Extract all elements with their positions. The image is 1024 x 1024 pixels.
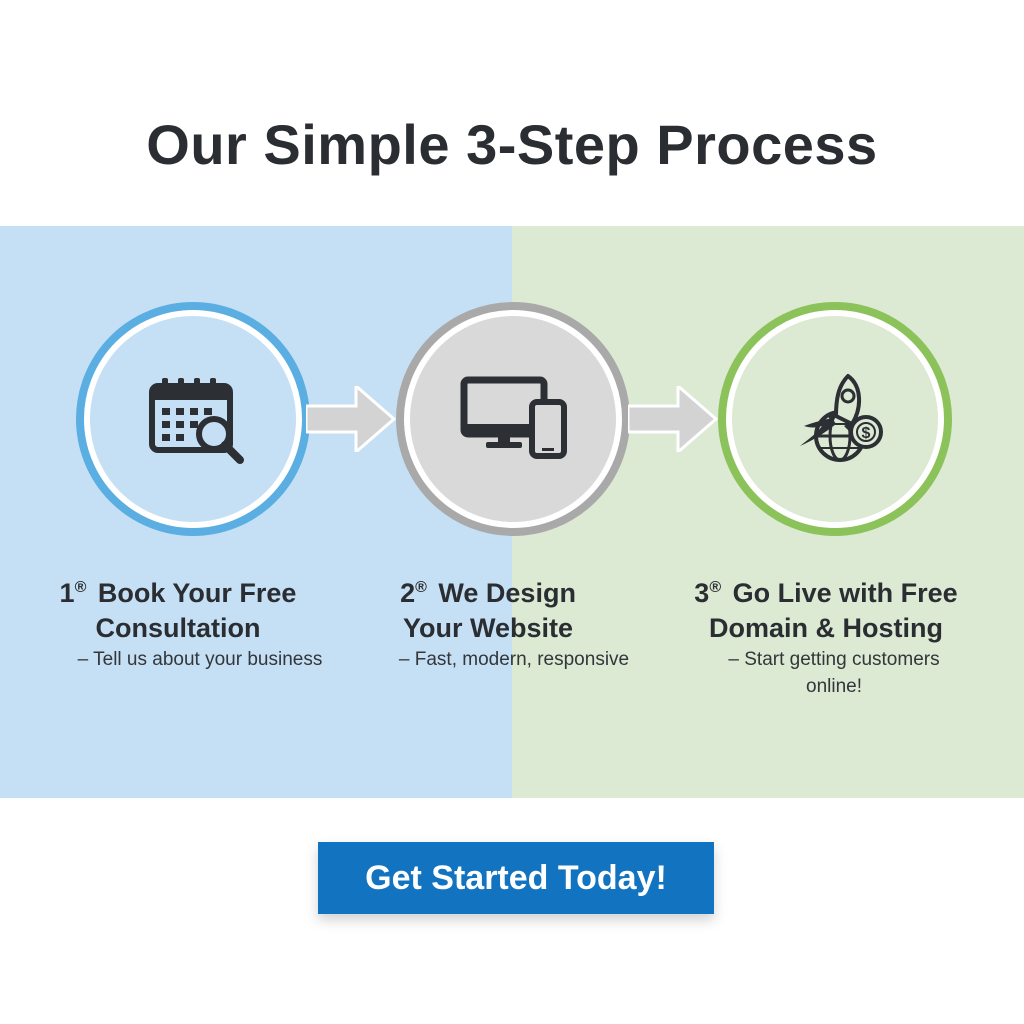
steps-band: $ 1® Book Your Free Consultation – Tell … xyxy=(0,226,1024,798)
step-1-title-line2: Consultation xyxy=(95,613,261,643)
step-1-desc-line1: – Tell us about your business xyxy=(77,649,323,670)
step-3-circle: $ xyxy=(718,302,952,536)
step-2-desc-line1: – Fast, modern, responsive xyxy=(398,649,630,670)
step-2-circle xyxy=(396,302,630,536)
arrow-right-icon xyxy=(306,386,396,452)
step-3-desc-line2: online! xyxy=(806,676,862,697)
step-3-number: 3 xyxy=(694,578,710,608)
step-1-number: 1 xyxy=(59,578,75,608)
get-started-button[interactable]: Get Started Today! xyxy=(318,842,714,914)
step-2-title-line2: Your Website xyxy=(402,613,574,643)
step-2-number: 2 xyxy=(400,578,416,608)
step-3-description: – Start getting customers online! xyxy=(664,646,1004,700)
step-1-description: – Tell us about your business xyxy=(30,646,370,673)
step-3-title-line2: Domain & Hosting xyxy=(709,613,943,643)
step-1-title: 1® Book Your Free Consultation xyxy=(8,570,348,646)
step-2-mark: ® xyxy=(415,579,427,596)
step-3-title: 3® Go Live with Free Domain & Hosting xyxy=(656,570,996,646)
devices-icon xyxy=(460,376,567,459)
step-3-desc-line1: – Start getting customers xyxy=(728,649,940,670)
step-1-mark: ® xyxy=(74,579,87,596)
step-1-title-line1: Book Your Free xyxy=(97,578,297,608)
step-3-title-line1: Go Live with Free xyxy=(732,578,958,608)
step-2-description: – Fast, modern, responsive xyxy=(344,646,684,673)
svg-text:$: $ xyxy=(862,425,871,442)
page-title: Our Simple 3-Step Process xyxy=(146,113,878,176)
step-1-circle xyxy=(76,302,310,536)
step-3-mark: ® xyxy=(709,579,722,596)
step-2-title: 2® We Design Your Website xyxy=(318,570,658,646)
rocket-globe-dollar-icon: $ xyxy=(800,374,883,462)
step-2-title-line1: We Design xyxy=(438,578,576,608)
arrow-right-icon xyxy=(628,386,718,452)
calendar-search-icon xyxy=(149,378,244,464)
